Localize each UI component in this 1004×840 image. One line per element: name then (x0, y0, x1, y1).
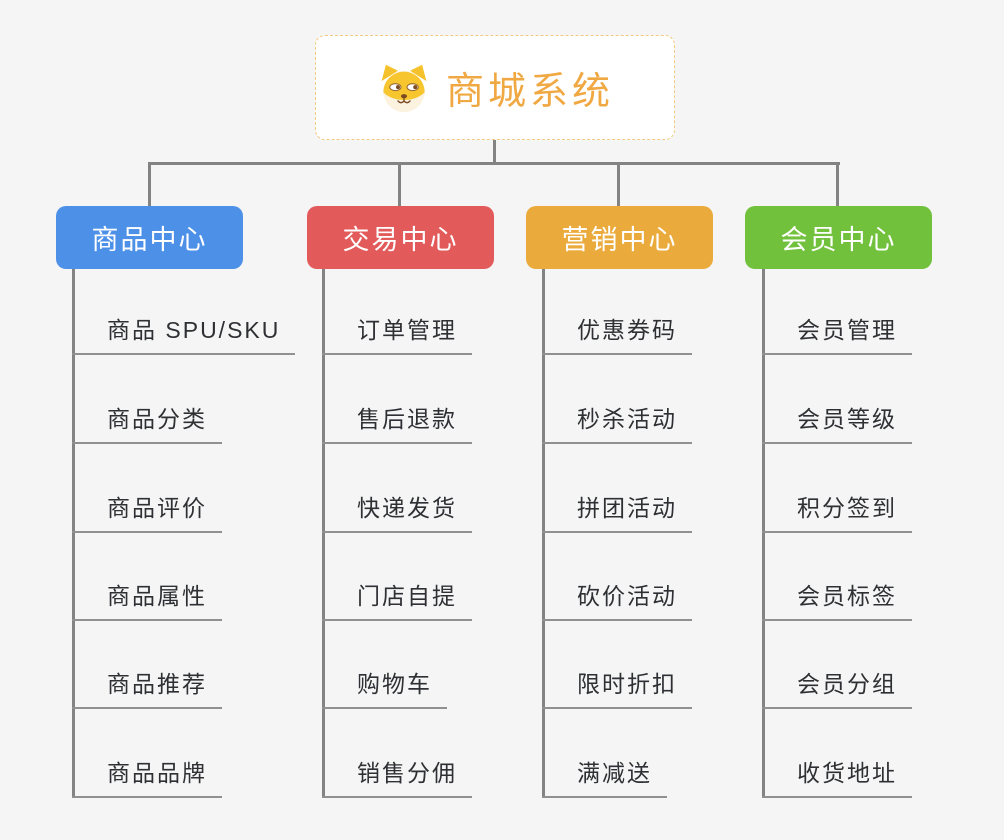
root-node[interactable]: 商城系统 (315, 35, 675, 140)
branch-label: 营销中心 (561, 225, 678, 255)
connector-branch-drop (148, 162, 151, 206)
leaf-node-3-2[interactable]: 秒杀活动 (542, 403, 692, 444)
connector-column-spine (542, 269, 545, 798)
branch-node-4[interactable]: 会员中心 (745, 206, 932, 269)
connector-column-spine (322, 269, 325, 798)
leaf-node-4-3[interactable]: 积分签到 (762, 492, 912, 533)
branch-label: 交易中心 (342, 225, 459, 255)
leaf-node-4-6[interactable]: 收货地址 (762, 757, 912, 798)
leaf-node-2-6[interactable]: 销售分佣 (322, 757, 472, 798)
leaf-node-1-5[interactable]: 商品推荐 (72, 668, 222, 709)
leaf-node-1-1[interactable]: 商品 SPU/SKU (72, 314, 296, 355)
branch-node-3[interactable]: 营销中心 (526, 206, 713, 269)
connector-root-stem (493, 140, 496, 165)
leaf-node-2-1[interactable]: 订单管理 (322, 314, 472, 355)
connector-branch-drop (398, 162, 401, 206)
leaf-node-2-2[interactable]: 售后退款 (322, 403, 472, 444)
connector-branch-drop (836, 162, 839, 206)
leaf-node-3-4[interactable]: 砍价活动 (542, 580, 692, 621)
leaf-node-1-4[interactable]: 商品属性 (72, 580, 222, 621)
branch-node-2[interactable]: 交易中心 (307, 206, 494, 269)
connector-column-spine (72, 269, 75, 798)
branch-node-1[interactable]: 商品中心 (56, 206, 243, 269)
leaf-node-1-6[interactable]: 商品品牌 (72, 757, 222, 798)
leaf-node-1-2[interactable]: 商品分类 (72, 403, 222, 444)
leaf-node-3-5[interactable]: 限时折扣 (542, 668, 692, 709)
leaf-node-3-1[interactable]: 优惠券码 (542, 314, 692, 355)
connector-branch-drop (617, 162, 620, 206)
leaf-node-4-2[interactable]: 会员等级 (762, 403, 912, 444)
leaf-node-4-5[interactable]: 会员分组 (762, 668, 912, 709)
leaf-node-2-4[interactable]: 门店自提 (322, 580, 472, 621)
branch-label: 会员中心 (780, 225, 897, 255)
leaf-node-4-1[interactable]: 会员管理 (762, 314, 912, 355)
root-title: 商城系统 (445, 71, 614, 113)
leaf-node-3-6[interactable]: 满减送 (542, 757, 667, 798)
leaf-node-4-4[interactable]: 会员标签 (762, 580, 912, 621)
connector-horizontal-bar (148, 162, 840, 165)
leaf-node-1-3[interactable]: 商品评价 (72, 492, 222, 533)
leaf-node-2-5[interactable]: 购物车 (322, 668, 447, 709)
leaf-node-2-3[interactable]: 快递发货 (322, 492, 472, 533)
dog-face-icon (376, 63, 432, 113)
connector-column-spine (762, 269, 765, 798)
branch-label: 商品中心 (91, 225, 208, 255)
leaf-node-3-3[interactable]: 拼团活动 (542, 492, 692, 533)
